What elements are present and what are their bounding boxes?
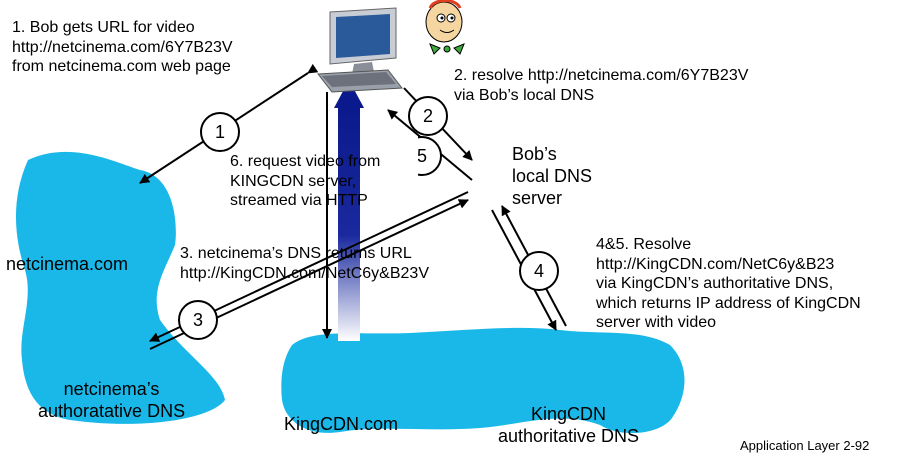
step-2-circle: 2	[408, 96, 448, 136]
video-stream-arrowhead	[334, 80, 364, 108]
bob-computer	[317, 7, 403, 93]
netcinema-cloud	[15, 151, 225, 424]
netcinema-label: netcinema.com	[6, 254, 129, 274]
footer-label: Application Layer 2-92	[740, 438, 870, 453]
bob-avatar	[425, 0, 465, 55]
kingcdn-label: KingCDN.com	[284, 414, 399, 434]
kingcdn-cloud	[281, 327, 685, 434]
step-1-circle: 1	[200, 112, 240, 152]
step-4-circle: 4	[519, 251, 559, 291]
step-3-circle: 3	[178, 300, 218, 340]
video-stream-bar	[338, 106, 360, 341]
